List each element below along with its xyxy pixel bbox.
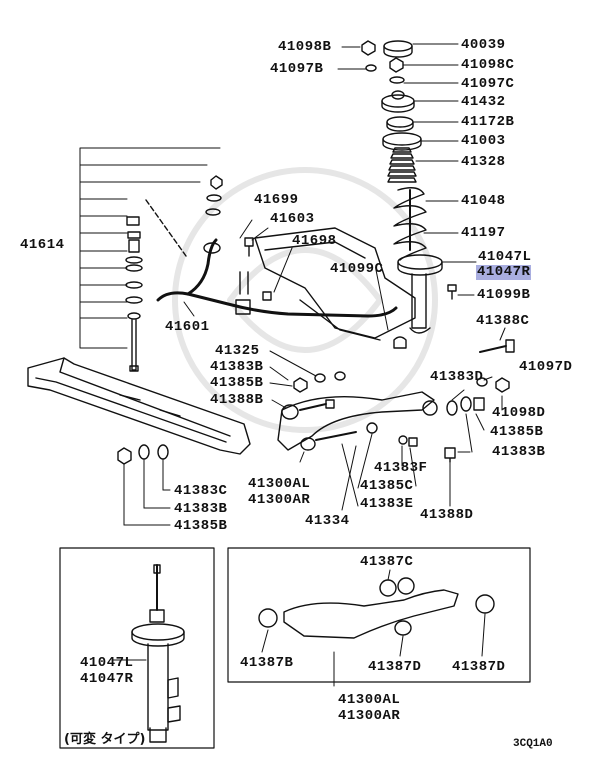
part-41601: 41601	[165, 319, 210, 335]
part-41047R-highlighted[interactable]: 41047R	[476, 264, 532, 280]
part-41603: 41603	[270, 211, 315, 227]
lower-beam	[27, 357, 251, 455]
part-41383B-left: 41383B	[174, 501, 228, 517]
part-41385B-left: 41385B	[174, 518, 228, 534]
part-41328: 41328	[461, 154, 506, 170]
part-41097B: 41097B	[270, 61, 324, 77]
part-41098B: 41098B	[278, 39, 332, 55]
inset-part-41387B: 41387B	[240, 655, 294, 671]
part-41385B-mid: 41385B	[210, 375, 264, 391]
part-41383B-right: 41383B	[492, 444, 546, 460]
part-41197: 41197	[461, 225, 506, 241]
part-41388D: 41388D	[420, 507, 474, 523]
inset-part-41387D-1: 41387D	[368, 659, 422, 675]
part-41097D: 41097D	[519, 359, 573, 375]
assembly-41300AR: 41300AR	[338, 708, 401, 724]
part-41300AR: 41300AR	[248, 492, 311, 508]
watermark	[172, 167, 438, 433]
inset-arm-bushings	[227, 547, 531, 683]
part-41098C: 41098C	[461, 57, 515, 73]
part-41383D: 41383D	[430, 369, 484, 385]
inset-part-41387C: 41387C	[360, 554, 414, 570]
part-41383C: 41383C	[174, 483, 228, 499]
stabilizer-assembly	[79, 147, 398, 372]
part-41699: 41699	[254, 192, 299, 208]
part-41432: 41432	[461, 94, 506, 110]
part-41388B: 41388B	[210, 392, 264, 408]
crossmember	[244, 227, 416, 341]
part-40039: 40039	[461, 37, 506, 53]
part-41047L: 41047L	[478, 249, 532, 265]
part-41172B: 41172B	[461, 114, 515, 130]
part-41099C: 41099C	[330, 261, 384, 277]
part-41383B-mid: 41383B	[210, 359, 264, 375]
lower-control-arm	[277, 336, 515, 463]
part-41388C: 41388C	[476, 313, 530, 329]
inset-part-41387D-2: 41387D	[452, 659, 506, 675]
part-41048: 41048	[461, 193, 506, 209]
part-41325: 41325	[215, 343, 260, 359]
part-41383E: 41383E	[360, 496, 414, 512]
inset-variable-strut	[59, 547, 215, 749]
inset-label-41047R: 41047R	[80, 671, 134, 687]
assembly-41300AL: 41300AL	[338, 692, 401, 708]
leader-lines	[123, 43, 506, 687]
part-41003: 41003	[461, 133, 506, 149]
diagram-code: 3CQ1A0	[513, 738, 553, 750]
part-41097C: 41097C	[461, 76, 515, 92]
left-hardware	[117, 444, 169, 465]
part-41300AL: 41300AL	[248, 476, 311, 492]
part-41099B: 41099B	[477, 287, 531, 303]
inset-label-41047L: 41047L	[80, 655, 134, 671]
part-41385B-right: 41385B	[490, 424, 544, 440]
part-41098D: 41098D	[492, 405, 546, 421]
part-41334: 41334	[305, 513, 350, 529]
part-41383F: 41383F	[374, 460, 428, 476]
part-41698: 41698	[292, 233, 337, 249]
part-41614: 41614	[20, 237, 65, 253]
part-41385C: 41385C	[360, 478, 414, 494]
inset-caption-variable-type: (可変 タイプ)	[64, 732, 146, 747]
